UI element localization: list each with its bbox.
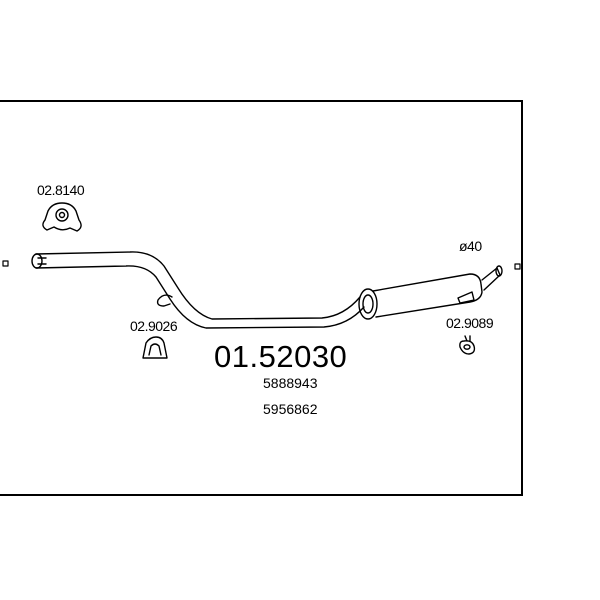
part-ref-mounting-rubber: 02.8140 bbox=[37, 182, 85, 198]
rubber-hanger-icon bbox=[142, 336, 168, 359]
exhaust-muffler bbox=[358, 265, 503, 320]
oe-number-2: 5956862 bbox=[263, 401, 318, 417]
diagram-frame bbox=[0, 100, 523, 496]
part-ref-rubber-ring: 02.9089 bbox=[446, 315, 494, 331]
main-part-number: 01.52030 bbox=[214, 339, 348, 374]
diameter-label: ø40 bbox=[459, 238, 482, 254]
mounting-rubber-icon bbox=[42, 202, 82, 232]
rubber-ring-icon bbox=[459, 335, 476, 355]
exhaust-front-pipe bbox=[31, 251, 365, 329]
oe-number-1: 5888943 bbox=[263, 375, 318, 391]
frame-connector-left bbox=[2, 260, 9, 267]
part-ref-rubber-hanger: 02.9026 bbox=[130, 318, 178, 334]
frame-connector-right bbox=[514, 263, 521, 270]
